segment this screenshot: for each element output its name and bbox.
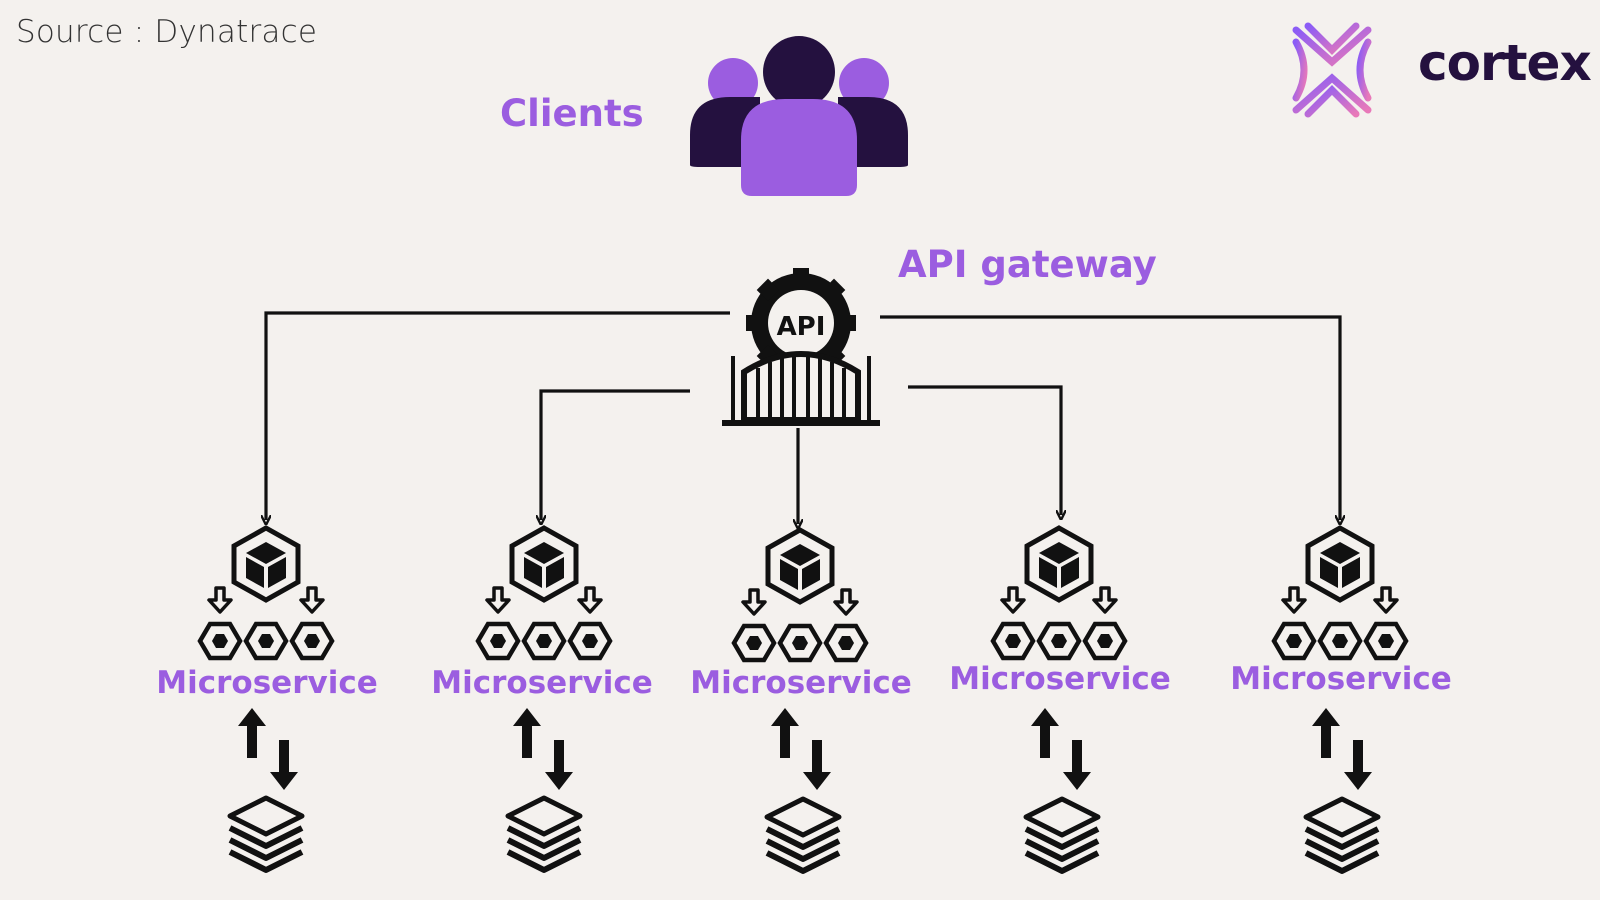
api-gateway-icon-text: API bbox=[777, 312, 826, 342]
microservice-label-5: Microservice bbox=[1230, 661, 1452, 697]
microservice-label-4: Microservice bbox=[949, 661, 1171, 697]
database-icon-5 bbox=[1306, 799, 1378, 871]
microservice-label-3: Microservice bbox=[690, 665, 912, 701]
connector-ms-4 bbox=[908, 385, 1061, 515]
microservice-label-2: Microservice bbox=[431, 665, 653, 701]
microservice-icon-2 bbox=[478, 528, 610, 658]
microservice-icon-1 bbox=[200, 528, 332, 658]
connector-ms-5 bbox=[880, 315, 1340, 520]
sync-arrows-icon-5 bbox=[1312, 708, 1372, 790]
logo-wordmark: cortex bbox=[1418, 34, 1592, 92]
clients-label: Clients bbox=[500, 92, 644, 135]
sync-arrows-icon-4 bbox=[1031, 708, 1091, 790]
microservice-icon-4 bbox=[993, 528, 1125, 658]
database-icon-2 bbox=[508, 798, 580, 870]
microservice-icon-3 bbox=[734, 530, 866, 660]
sync-arrows-icon-3 bbox=[771, 708, 831, 790]
source-caption: Source : Dynatrace bbox=[16, 14, 318, 50]
database-icon-4 bbox=[1026, 799, 1098, 871]
sync-arrows-icon-2 bbox=[513, 708, 573, 790]
microservice-icon-5 bbox=[1274, 528, 1406, 658]
microservice-label-1: Microservice bbox=[156, 665, 378, 701]
sync-arrows-icon-1 bbox=[238, 708, 298, 790]
database-icon-1 bbox=[230, 798, 302, 870]
cortex-logo-icon bbox=[1292, 22, 1372, 118]
api-gateway-label: API gateway bbox=[898, 243, 1157, 286]
connector-ms-2 bbox=[541, 389, 690, 520]
connector-ms-1 bbox=[266, 311, 730, 520]
database-icon-3 bbox=[767, 799, 839, 871]
